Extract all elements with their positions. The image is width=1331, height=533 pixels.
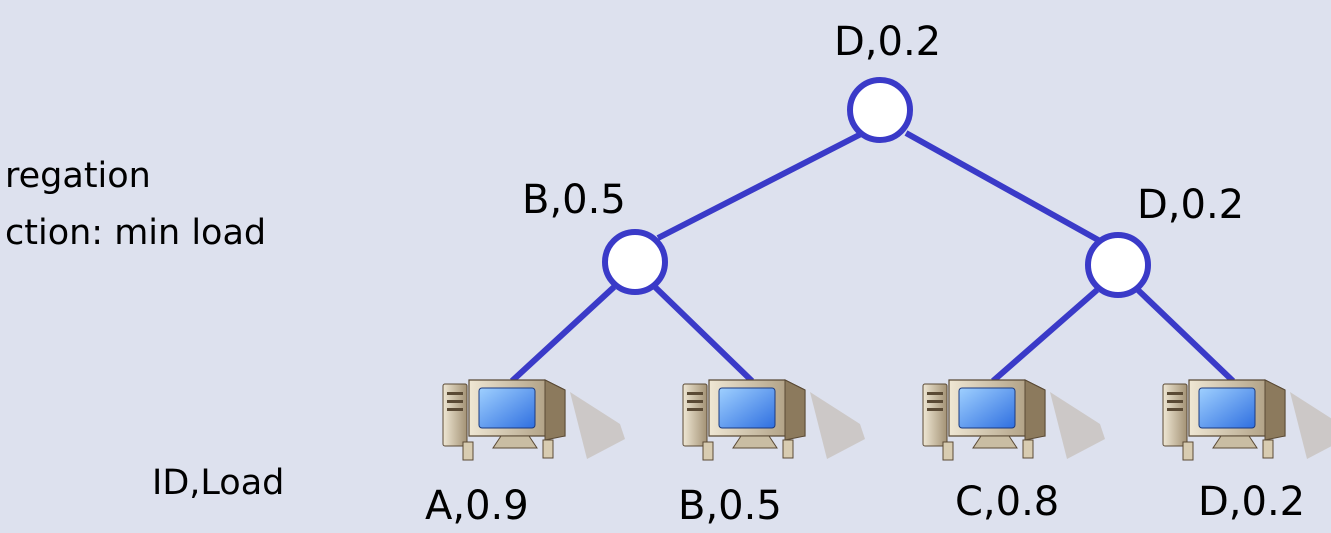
desktop-computer-icon: [682, 379, 866, 461]
root-node-label: D,0.2: [834, 19, 942, 65]
right-node-label: D,0.2: [1137, 182, 1245, 228]
desktop-computer-icon: [922, 379, 1106, 461]
left-node: [602, 229, 668, 295]
desktop-computer-icon: [442, 379, 626, 461]
edge-root-right: [904, 130, 1102, 244]
legend-id-load: ID,Load: [152, 463, 285, 503]
edge-right-leafC: [991, 287, 1099, 384]
edge-left-leafA: [509, 284, 617, 384]
desktop-computer-icon: [1162, 379, 1331, 461]
edge-left-leafB: [652, 284, 755, 384]
leaf-label-a: A,0.9: [425, 483, 529, 529]
caption-line-1: regation: [5, 156, 151, 196]
right-node: [1085, 232, 1151, 298]
edge-root-left: [656, 129, 867, 241]
left-node-label: B,0.5: [522, 177, 626, 223]
edge-right-leafD: [1135, 287, 1236, 384]
leaf-label-c: C,0.8: [955, 479, 1060, 525]
leaf-label-d: D,0.2: [1198, 479, 1306, 525]
root-node: [847, 77, 913, 143]
leaf-label-b: B,0.5: [678, 483, 782, 529]
caption-line-2: ction: min load: [5, 213, 267, 253]
